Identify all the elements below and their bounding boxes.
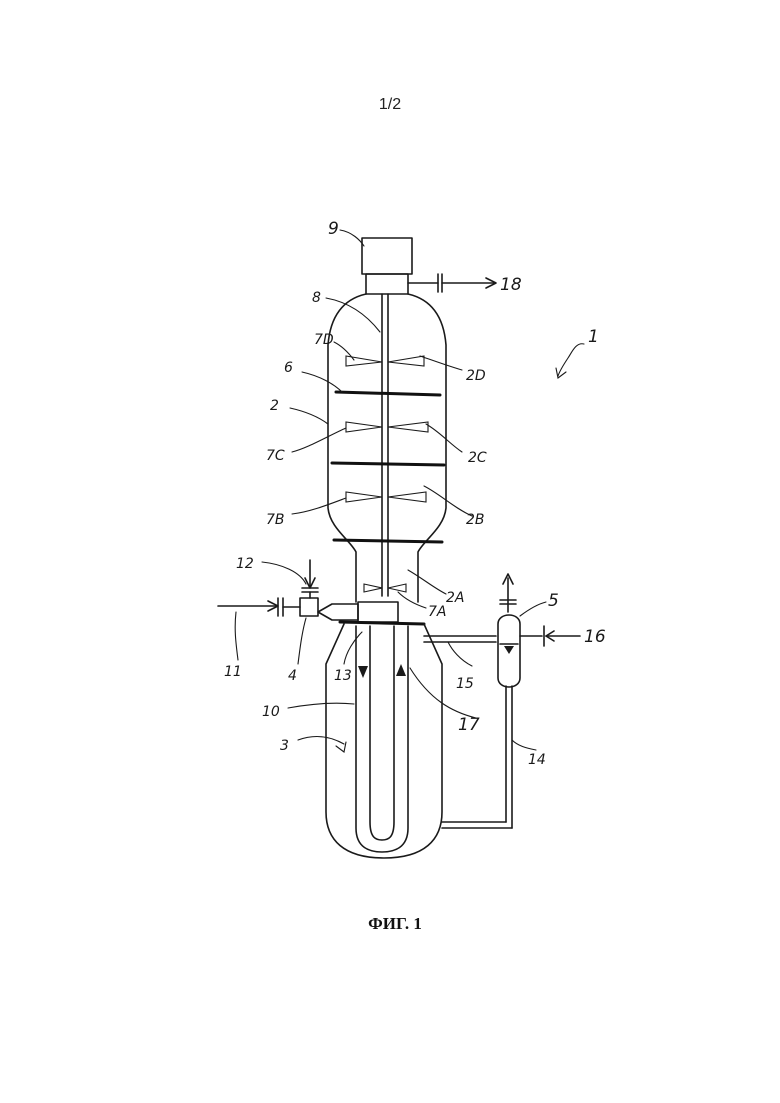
impeller-7B [345, 491, 427, 503]
tray-plate-3 [332, 538, 444, 544]
leader-7A [397, 591, 427, 609]
outlet-18-arrow [485, 277, 497, 289]
separator-vessel-5 [497, 614, 521, 688]
figure-caption: ФИГ. 1 [368, 914, 422, 933]
leader-1-arrowhead [555, 367, 567, 379]
impeller-7D [345, 355, 425, 367]
leader-4 [297, 617, 307, 665]
leader-13 [343, 631, 363, 665]
label-6: 6 [284, 360, 293, 376]
label-10: 10 [262, 704, 280, 720]
leader-3-arrowhead [335, 741, 347, 753]
label-7C: 7C [266, 448, 285, 464]
label-4: 4 [288, 668, 297, 684]
leader-8 [325, 297, 381, 333]
impeller-7C [345, 421, 429, 433]
label-16: 16 [584, 627, 606, 647]
label-1: 1 [588, 327, 599, 347]
label-15: 15 [456, 676, 474, 692]
leader-2C [425, 423, 463, 453]
label-7D: 7D [314, 332, 334, 348]
label-7A: 7A [428, 604, 446, 620]
column-wall-left [327, 293, 367, 603]
leader-17 [409, 667, 477, 719]
u-tube-outer [355, 625, 409, 853]
label-2: 2 [270, 398, 279, 414]
leader-2B [423, 485, 473, 517]
label-18: 18 [500, 275, 522, 295]
leader-12 [261, 561, 307, 585]
tray-plate-2 [330, 461, 446, 467]
leader-9 [339, 229, 365, 247]
leader-6 [301, 371, 343, 393]
leader-1 [557, 343, 585, 377]
tray-plate-1 [334, 390, 442, 397]
label-13: 13 [334, 668, 352, 684]
leader-3 [297, 735, 345, 745]
column-bottom-chamber [357, 601, 399, 623]
label-12: 12 [236, 556, 254, 572]
label-3: 3 [280, 738, 289, 754]
leader-2A [407, 569, 447, 595]
label-7B: 7B [266, 512, 285, 528]
inlet-16-arrow [545, 630, 555, 642]
page-number: 1/2 [378, 96, 402, 113]
leader-11 [234, 611, 239, 661]
storage-tank-3 [325, 623, 443, 859]
up-flow-arrow [396, 664, 406, 676]
motor-coupling [365, 273, 409, 295]
label-17: 17 [458, 715, 480, 735]
label-2D: 2D [466, 368, 486, 384]
label-9: 9 [328, 219, 339, 239]
leader-5 [519, 601, 547, 617]
separator-level-marker [504, 646, 514, 654]
label-8: 8 [312, 290, 321, 306]
label-2C: 2C [468, 450, 487, 466]
u-tube-inner [369, 625, 395, 841]
mixing-valve-4 [299, 597, 319, 617]
leader-14 [511, 739, 537, 751]
separation-flange [338, 620, 426, 626]
column-wall-right [407, 293, 447, 603]
down-flow-arrow [358, 666, 368, 678]
label-2A: 2A [446, 590, 464, 606]
label-5: 5 [548, 591, 559, 611]
label-11: 11 [224, 664, 242, 680]
leader-7D [333, 341, 355, 361]
feed-nozzle [317, 603, 359, 621]
label-14: 14 [528, 752, 546, 768]
leader-7B [291, 497, 347, 515]
leader-7C [291, 427, 347, 453]
label-2B: 2B [466, 512, 485, 528]
impeller-7A [363, 583, 407, 593]
motor-box [361, 237, 413, 275]
leader-10 [287, 702, 355, 709]
leader-15 [447, 641, 473, 667]
separator-vent-arrow [502, 573, 514, 585]
leader-2 [289, 407, 329, 425]
leader-2D [419, 355, 463, 371]
